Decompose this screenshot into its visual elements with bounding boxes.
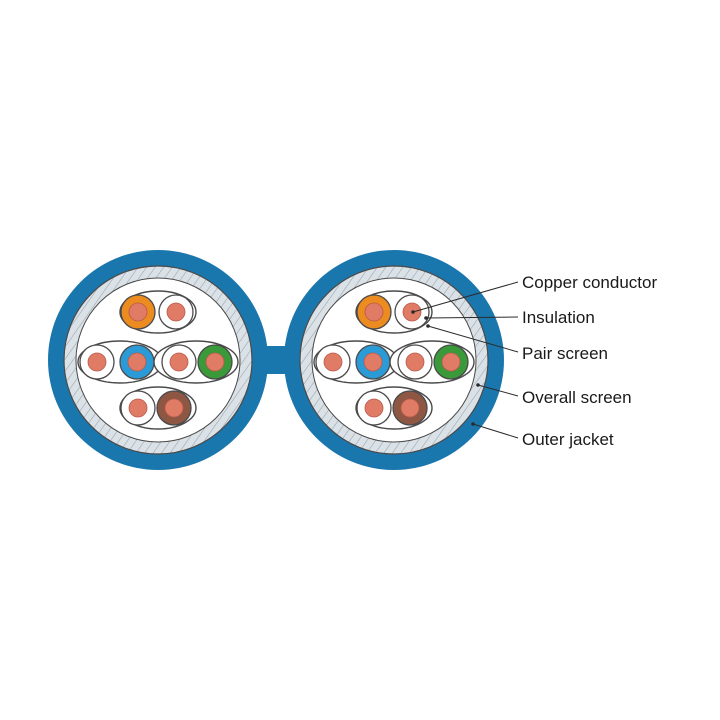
overall-screen-edge bbox=[63, 265, 253, 455]
leader-dot bbox=[471, 422, 475, 426]
twisted-pair bbox=[77, 340, 163, 384]
cable-2 bbox=[284, 250, 504, 470]
twisted-pair bbox=[153, 340, 239, 384]
copper-conductor bbox=[127, 352, 147, 372]
twisted-pair bbox=[313, 340, 399, 384]
copper-conductor bbox=[400, 398, 420, 418]
copper-conductor bbox=[405, 352, 425, 372]
leader-pair-screen bbox=[426, 324, 519, 353]
label-leaders bbox=[411, 281, 519, 439]
twisted-pair bbox=[119, 386, 197, 430]
leader-dot bbox=[411, 310, 415, 314]
label-copper-conductor: Copper conductor bbox=[522, 273, 657, 292]
twisted-pair bbox=[119, 290, 197, 334]
leader-overall-screen bbox=[476, 383, 519, 397]
leader-line bbox=[425, 316, 519, 319]
label-overall-screen: Overall screen bbox=[522, 388, 632, 407]
copper-conductor bbox=[441, 352, 461, 372]
copper-conductor bbox=[128, 302, 148, 322]
leader-dot bbox=[424, 316, 428, 320]
copper-conductor bbox=[164, 398, 184, 418]
copper-conductor bbox=[205, 352, 225, 372]
leader-line bbox=[477, 384, 519, 397]
label-pair-screen: Pair screen bbox=[522, 344, 608, 363]
label-outer-jacket: Outer jacket bbox=[522, 430, 614, 449]
copper-conductor bbox=[87, 352, 107, 372]
leader-insulation bbox=[424, 316, 519, 320]
twisted-pair bbox=[355, 290, 433, 334]
leader-line bbox=[472, 423, 519, 439]
cable-1 bbox=[48, 250, 268, 470]
copper-conductor bbox=[169, 352, 189, 372]
label-insulation: Insulation bbox=[522, 308, 595, 327]
leader-dot bbox=[426, 324, 430, 328]
twisted-pair bbox=[355, 386, 433, 430]
copper-conductor bbox=[166, 302, 186, 322]
overall-screen-edge bbox=[299, 265, 489, 455]
leader-line bbox=[427, 325, 519, 353]
cable-group bbox=[48, 250, 504, 470]
copper-conductor bbox=[364, 398, 384, 418]
copper-conductor bbox=[323, 352, 343, 372]
leader-line bbox=[412, 281, 519, 313]
label-group: Copper conductor Insulation Pair screen … bbox=[522, 273, 657, 449]
leader-outer-jacket bbox=[471, 422, 519, 439]
twisted-pair bbox=[389, 340, 475, 384]
leader-copper-conductor bbox=[411, 281, 519, 314]
leader-dot bbox=[476, 383, 480, 387]
copper-conductor bbox=[363, 352, 383, 372]
copper-conductor bbox=[128, 398, 148, 418]
copper-conductor bbox=[364, 302, 384, 322]
